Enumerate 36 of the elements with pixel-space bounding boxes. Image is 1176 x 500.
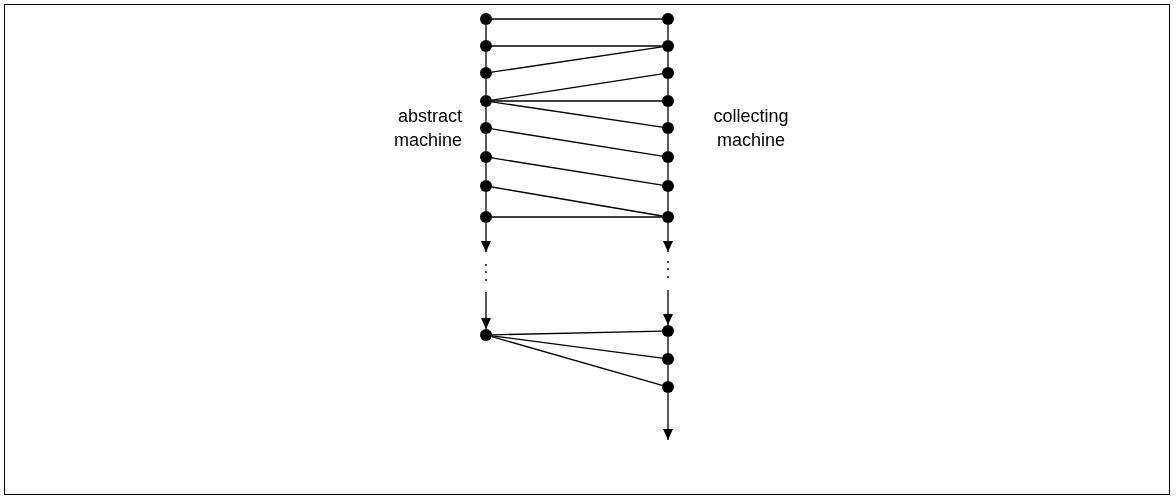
connector-line [667,78,669,96]
connector-line [491,186,663,217]
connector-line [485,133,487,152]
arrow [481,291,491,330]
connector-line [491,330,663,336]
connector-line [485,191,487,212]
connector-line [491,45,663,47]
connector-line [485,78,487,96]
connector-line [667,336,669,354]
connector-line [491,128,663,157]
connector-line [485,106,487,123]
connector-line [491,100,663,102]
connector-line [491,157,663,186]
connector-line [667,24,669,41]
arrow [481,222,491,253]
connector-line [485,24,487,41]
column-label: collecting machine [712,105,790,152]
connector-line [491,101,663,128]
connector-line [485,162,487,181]
column-label: abstract machine [392,105,462,152]
connector-line [491,336,663,386]
connector-line [491,335,663,359]
arrow [663,289,673,326]
connector-line [667,191,669,212]
connector-line [667,106,669,123]
connector-line [491,46,663,73]
connector-line [491,216,663,218]
connector-line [491,18,663,20]
connector-line [485,51,487,68]
connector-line [667,162,669,181]
connector-line [667,364,669,382]
connector-line [667,133,669,152]
connector-line [491,73,663,101]
connector-line [667,51,669,68]
arrow [663,222,673,253]
arrow [663,392,673,441]
